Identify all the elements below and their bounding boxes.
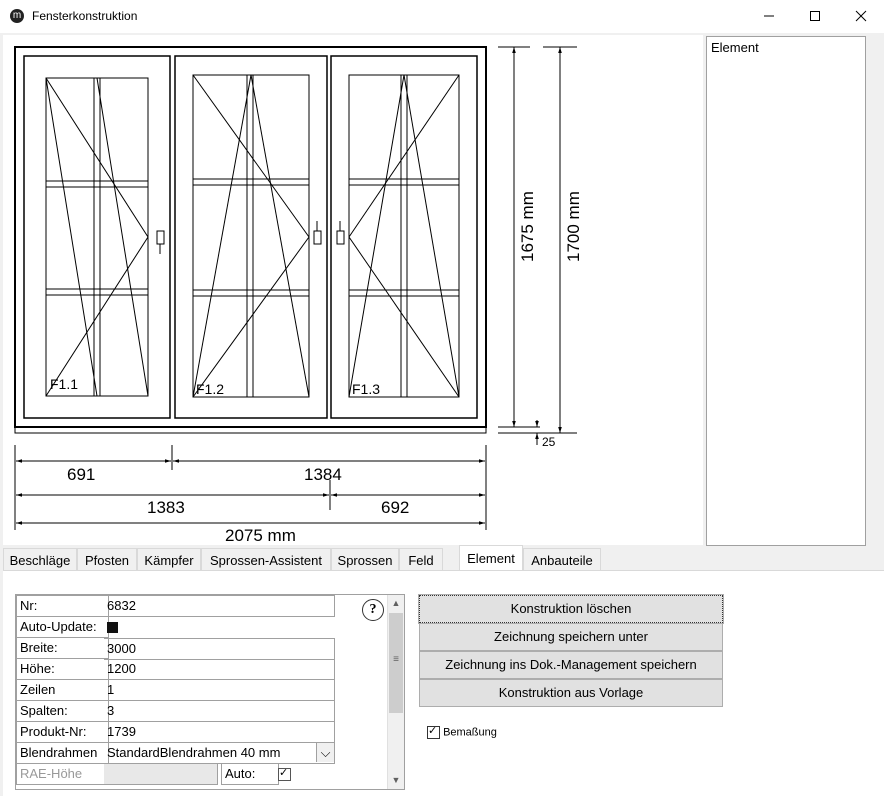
chevron-down-icon[interactable]: ⌵ [316,743,334,762]
prop-label: Blendrahmen [16,743,109,764]
element-panel-title: Element [711,40,759,55]
blendrahmen-select[interactable]: StandardBlendrahmen 40 mm ⌵ [104,743,335,764]
scroll-thumb[interactable]: ≡ [389,613,403,713]
prop-row-spalten[interactable]: Spalten: 3 [16,701,386,722]
tab-sprossen-assistent[interactable]: Sprossen-Assistent [201,548,331,571]
small-dim: 25 [542,435,556,449]
app-logo-icon: m [10,9,24,23]
save-drawing-as-button[interactable]: Zeichnung speichern unter [419,623,723,651]
window-title: Fensterkonstruktion [32,9,138,23]
dim-1383: 1383 [147,498,185,517]
scroll-up-icon[interactable]: ▲ [391,598,401,608]
prop-value-spalten[interactable]: 3 [104,701,335,722]
sash-3[interactable] [330,55,478,419]
prop-row-nr[interactable]: Nr: 6832 [16,595,386,617]
dim-total: 2075 mm [225,526,296,545]
prop-label: Breite: [16,638,109,659]
delete-construction-button[interactable]: Konstruktion löschen [418,594,724,624]
tab-beschlaege[interactable]: Beschläge [3,548,77,571]
outer-frame [14,46,487,428]
auto-update-checkbox[interactable] [107,622,118,634]
prop-value-nr[interactable]: 6832 [104,595,335,617]
bemassung-checkbox[interactable]: ✓ [427,725,440,739]
construction-from-template-button[interactable]: Konstruktion aus Vorlage [419,679,723,707]
prop-row-blendrahmen[interactable]: Blendrahmen StandardBlendrahmen 40 mm ⌵ [16,743,386,764]
save-to-document-management-button[interactable]: Zeichnung ins Dok.-Management speichern [419,651,723,679]
dim-692: 692 [381,498,409,517]
height-dim-2: 1700 mm [564,191,583,262]
prop-label: Spalten: [16,701,109,722]
title-bar: m Fensterkonstruktion [0,0,884,33]
tab-element[interactable]: Element [459,545,523,570]
minimize-icon [764,15,774,17]
property-scrollbar[interactable]: ▲ ≡ ▼ [387,595,404,789]
vertical-dimensions [498,46,577,445]
prop-label: Produkt-Nr: [16,722,109,743]
prop-label: RAE-Höhe [16,764,109,785]
close-icon [855,10,867,22]
prop-value-zeilen[interactable]: 1 [104,680,335,701]
window-drawing-canvas[interactable]: F1.1 F1.2 F1.3 1675 mm 1700 mm 25 691 13… [3,35,703,545]
tab-kaempfer[interactable]: Kämpfer [137,548,201,571]
maximize-button[interactable] [792,0,838,32]
auto-label: Auto: [221,764,279,785]
scroll-down-icon[interactable]: ▼ [391,775,401,785]
help-icon[interactable]: ? [362,599,384,621]
prop-row-produkt-nr[interactable]: Produkt-Nr: 1739 [16,722,386,743]
bemassung-label: Bemaßung [443,726,497,739]
prop-value-hoehe[interactable]: 1200 [104,659,335,680]
prop-row-auto-update[interactable]: Auto-Update: [16,617,386,638]
tab-sprossen[interactable]: Sprossen [331,548,399,571]
rae-auto-checkbox[interactable]: ✓ [278,766,291,782]
sash-label-3: F1.3 [352,381,380,397]
prop-row-hoehe[interactable]: Höhe: 1200 [16,659,386,680]
minimize-button[interactable] [746,0,792,32]
element-list-panel[interactable]: Element [706,36,866,546]
horizontal-dimensions [14,445,487,530]
tab-anbauteile[interactable]: Anbauteile [523,548,601,571]
tab-pfosten[interactable]: Pfosten [77,548,137,571]
property-grid[interactable]: Nr: 6832 Auto-Update: Breite: 3000 Höhe:… [15,594,405,790]
prop-label: Zeilen [16,680,109,701]
sash-label-2: F1.2 [196,381,224,397]
prop-row-breite[interactable]: Breite: 3000 [16,638,386,660]
close-button[interactable] [838,0,884,32]
prop-value-breite[interactable]: 3000 [104,638,335,660]
tab-feld[interactable]: Feld [399,548,443,571]
prop-label: Auto-Update: [16,617,109,638]
prop-label: Nr: [16,595,109,617]
prop-value-auto-update[interactable] [104,617,334,637]
sash-label-1: F1.1 [50,376,78,392]
maximize-icon [810,11,820,21]
blendrahmen-value: StandardBlendrahmen 40 mm [107,745,281,760]
prop-value-produkt-nr[interactable]: 1739 [104,722,335,743]
tab-content-element: Nr: 6832 Auto-Update: Breite: 3000 Höhe:… [3,570,884,796]
window-drawing: F1.1 F1.2 F1.3 1675 mm 1700 mm 25 691 13… [14,46,583,545]
prop-row-zeilen[interactable]: Zeilen 1 [16,680,386,701]
bemassung-toggle[interactable]: ✓ Bemaßung [427,725,497,739]
height-dim-1: 1675 mm [518,191,537,262]
dim-691: 691 [67,465,95,484]
prop-label: Höhe: [16,659,109,680]
prop-row-rae-hoehe: RAE-Höhe Auto: ✓ [16,764,386,785]
prop-value-rae-hoehe [104,764,218,785]
sash-1[interactable] [23,55,171,419]
dim-1384: 1384 [304,465,342,484]
sill [14,426,487,434]
sash-2[interactable] [174,55,328,419]
